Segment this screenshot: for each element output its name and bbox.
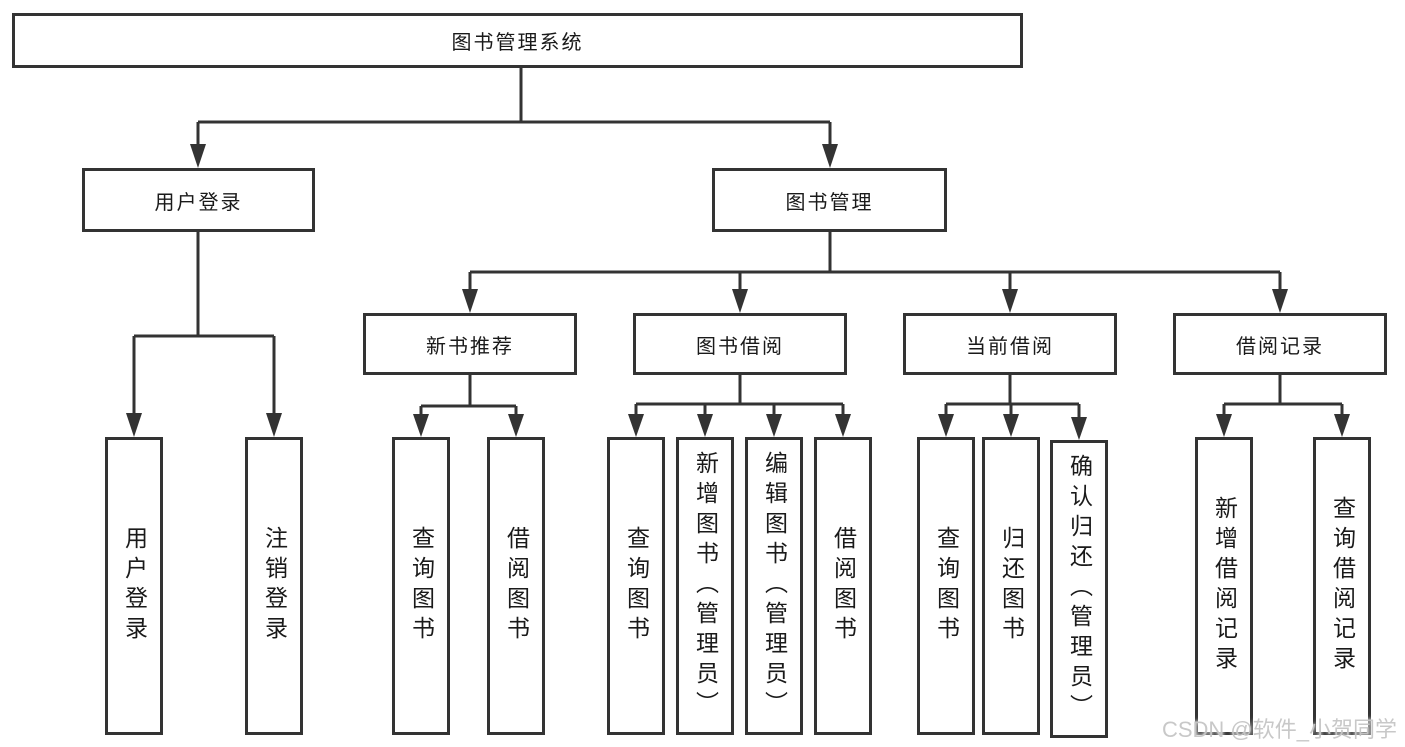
- leaf-label: 借阅图书: [830, 526, 857, 646]
- leaf-label: 归还图书: [998, 526, 1025, 646]
- leaf-logout: 注销登录: [245, 437, 303, 735]
- node-borrowing-records: 借阅记录: [1173, 313, 1387, 375]
- node-label: 图书管理系统: [451, 32, 584, 54]
- leaf-query-books-recommend: 查询图书: [392, 437, 450, 735]
- node-book-management: 图书管理: [712, 168, 947, 232]
- node-user-login: 用户登录: [82, 168, 315, 232]
- leaf-query-books-current: 查询图书: [917, 437, 975, 735]
- leaf-borrow-books-recommend: 借阅图书: [487, 437, 545, 735]
- leaf-add-books-admin: 新增图书（管理员）: [676, 437, 734, 735]
- leaf-label: 确认归还（管理员）: [1066, 454, 1093, 724]
- node-current-borrowing: 当前借阅: [903, 313, 1117, 375]
- leaf-add-borrow-record: 新增借阅记录: [1195, 437, 1253, 735]
- node-label: 当前借阅: [966, 335, 1054, 358]
- node-new-book-recommendation: 新书推荐: [363, 313, 577, 375]
- leaf-query-books-borrowing: 查询图书: [607, 437, 665, 735]
- leaf-label: 编辑图书（管理员）: [761, 451, 788, 721]
- leaf-label: 查询借阅记录: [1329, 496, 1356, 676]
- node-label: 图书管理: [785, 191, 874, 214]
- node-label: 图书借阅: [696, 335, 784, 358]
- leaf-label: 查询图书: [623, 526, 650, 646]
- leaf-label: 查询图书: [408, 526, 435, 646]
- node-label: 用户登录: [154, 191, 243, 214]
- leaf-label: 用户登录: [121, 526, 148, 646]
- leaf-label: 查询图书: [933, 526, 960, 646]
- leaf-label: 借阅图书: [503, 526, 530, 646]
- node-label: 新书推荐: [426, 335, 514, 358]
- leaf-confirm-return-admin: 确认归还（管理员）: [1050, 440, 1108, 738]
- arrowhead-icons: [126, 144, 1350, 440]
- csdn-watermark: CSDN @软件_小贺同学: [1161, 717, 1397, 742]
- leaf-return-books: 归还图书: [982, 437, 1040, 735]
- leaf-borrow-books-borrowing: 借阅图书: [814, 437, 872, 735]
- node-book-borrowing: 图书借阅: [633, 313, 847, 375]
- node-book-management-system: 图书管理系统: [12, 13, 1023, 68]
- leaf-query-borrow-record: 查询借阅记录: [1313, 437, 1371, 735]
- leaf-label: 新增图书（管理员）: [692, 451, 719, 721]
- leaf-label: 新增借阅记录: [1211, 496, 1238, 676]
- leaf-label: 注销登录: [261, 526, 288, 646]
- leaf-user-login: 用户登录: [105, 437, 163, 735]
- node-label: 借阅记录: [1236, 335, 1324, 358]
- leaf-edit-books-admin: 编辑图书（管理员）: [745, 437, 803, 735]
- connector-strokes: [132, 68, 1344, 418]
